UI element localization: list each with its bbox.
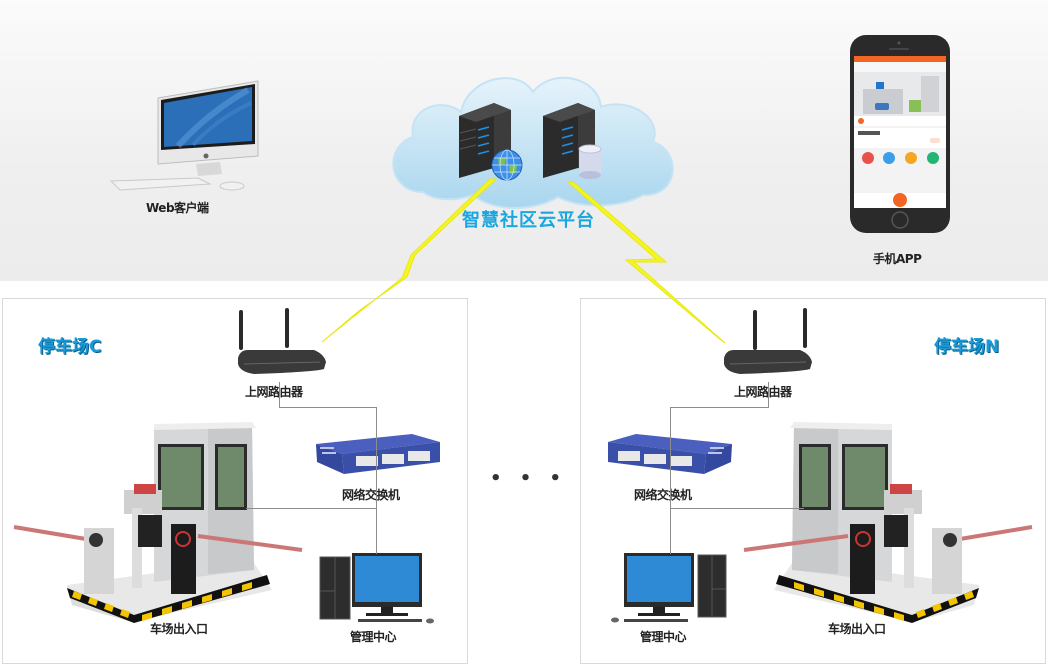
database-server-icon [543, 103, 595, 178]
network-switch-label: 网络交换机 [342, 488, 400, 502]
parking-gate-booth-icon [743, 422, 1033, 623]
management-center-label: 管理中心 [640, 630, 687, 644]
management-pc-icon [319, 553, 434, 624]
management-center-label: 管理中心 [350, 630, 397, 644]
network-switch-label: 网络交换机 [634, 488, 692, 502]
management-pc-icon [611, 553, 727, 623]
wire [670, 508, 804, 509]
router-label: 上网路由器 [245, 385, 303, 399]
wire [670, 407, 671, 554]
mobile-app-label: 手机APP [873, 252, 922, 266]
parking-gate-booth-icon [13, 422, 303, 623]
router-icon [238, 308, 326, 374]
wire [279, 382, 280, 408]
wire [768, 382, 769, 408]
wire [670, 407, 769, 408]
gate-label: 车场出入口 [828, 622, 886, 636]
parking-lot-n-title: 停车场N [934, 337, 1000, 357]
wire [246, 508, 377, 509]
gate-label: 车场出入口 [150, 622, 208, 636]
wire [279, 407, 377, 408]
router-label: 上网路由器 [734, 385, 792, 399]
parking-lot-c-title: 停车场C [38, 337, 102, 357]
database-icon [578, 144, 602, 179]
cloud-platform-title: 智慧社区云平台 [462, 210, 595, 231]
network-switch-icon [316, 434, 440, 474]
desktop-computer-icon [109, 80, 259, 191]
globe-icon [491, 149, 523, 181]
more-parking-lots-ellipsis: • • • [490, 468, 568, 489]
smartphone-icon [850, 35, 950, 233]
wire [376, 407, 377, 554]
router-icon [724, 308, 812, 374]
web-client-label: Web客户端 [146, 201, 209, 215]
